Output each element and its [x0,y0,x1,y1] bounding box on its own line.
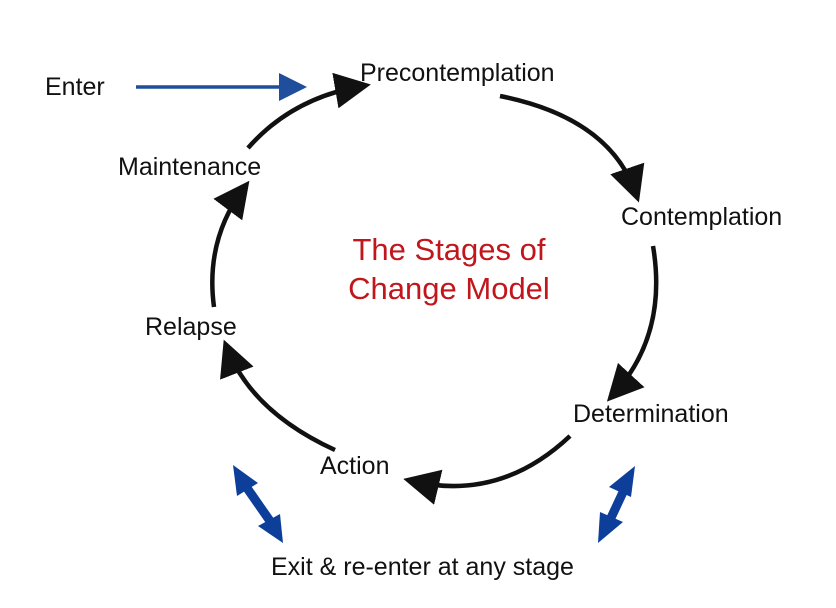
title-line-1: The Stages of [352,232,546,267]
arrow-determination-to-action [403,434,572,505]
stage-determination: Determination [573,400,729,428]
exit-reenter-label: Exit & re-enter at any stage [271,553,574,581]
stage-relapse: Relapse [145,313,237,341]
stage-precontemplation: Precontemplation [360,59,555,87]
arrow-maintenance-to-precontemplation [246,72,371,150]
diagram-title: The Stages of Change Model [319,231,579,309]
arrow-precontemplation-to-contemplation [499,93,645,203]
arrow-relapse-to-maintenance [210,180,250,308]
exit-reenter-arrow-left [233,465,283,543]
exit-reenter-arrow-right [598,466,635,543]
arrow-contemplation-to-determination [606,245,659,402]
arrow-action-to-relapse [220,339,336,453]
enter-label: Enter [45,73,105,101]
title-line-2: Change Model [348,270,550,306]
stage-contemplation: Contemplation [621,203,783,231]
stage-maintenance: Maintenance [118,153,262,181]
stage-action: Action [320,452,390,480]
